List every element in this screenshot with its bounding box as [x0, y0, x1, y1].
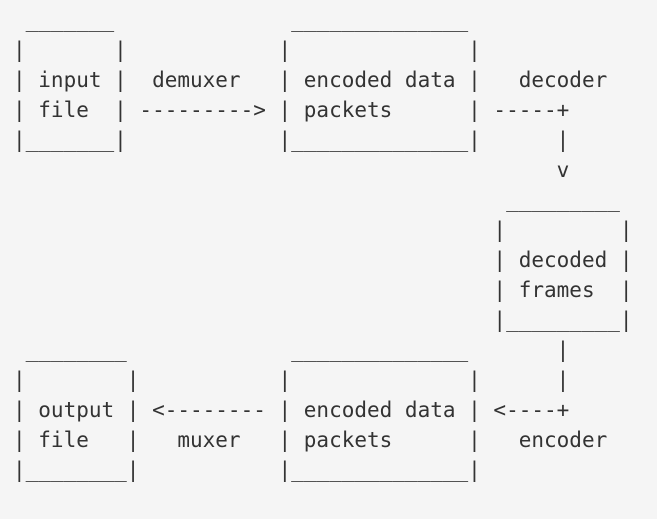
diagram-line: | |	[13, 218, 633, 242]
diagram-line: | frames |	[13, 278, 633, 302]
diagram-line: |_________|	[13, 308, 633, 332]
diagram-line: |_______| |______________| |	[13, 128, 570, 152]
diagram-line: | decoded |	[13, 248, 633, 272]
diagram-line: | file | muxer | packets | encoder	[13, 428, 608, 452]
diagram-line: |________| |______________|	[13, 458, 481, 482]
diagram-line: | input | demuxer | encoded data | decod…	[13, 68, 608, 92]
diagram-line: ________ ______________ |	[13, 338, 570, 362]
transcoding-pipeline-diagram: _______ ______________ | | | | | input |…	[13, 8, 633, 482]
diagram-line: _________	[13, 188, 620, 212]
diagram-line: | | | |	[13, 38, 481, 62]
diagram-line: v	[13, 158, 570, 182]
diagram-line: | | | | |	[13, 368, 570, 392]
diagram-line: _______ ______________	[13, 8, 469, 32]
diagram-line: | file | ---------> | packets | -----+	[13, 98, 570, 122]
diagram-line: | output | <-------- | encoded data | <-…	[13, 398, 570, 422]
